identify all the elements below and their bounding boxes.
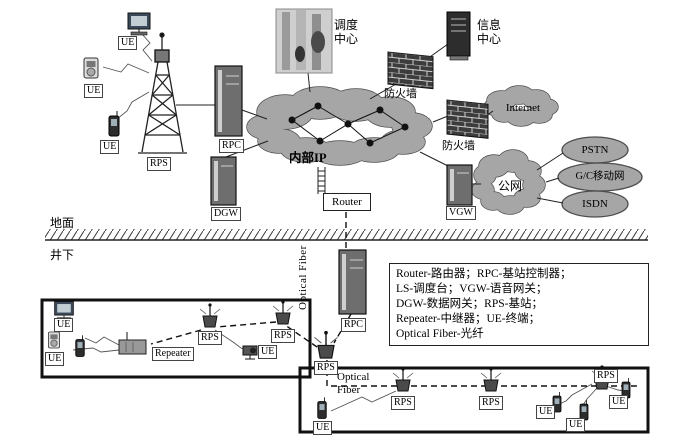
ground-label: 地面 xyxy=(50,216,75,230)
rpc-cabinet-surface xyxy=(214,65,243,137)
legend-box: Router-路由器；RPC-基站控制器； LS-调度台；VGW-语音网关； D… xyxy=(389,263,649,346)
rps-tower xyxy=(138,32,187,154)
underground-label: 井下 xyxy=(50,248,75,262)
rps-station-right-1 xyxy=(392,366,414,392)
gc-mobile-label: G/C移动网 xyxy=(575,171,625,182)
ue-tag-1: UE xyxy=(118,36,138,50)
ue-tag-left-2: UE xyxy=(45,352,65,366)
dispatch-center-image xyxy=(275,8,333,74)
internal-ip-label: 内部IP xyxy=(289,151,327,165)
ue-phone-icon xyxy=(108,110,120,137)
ue-tag-2: UE xyxy=(84,84,104,98)
ue-camera-icon xyxy=(242,345,258,360)
ue-tag-miner: UE xyxy=(313,421,333,435)
rps-station-left-2 xyxy=(272,299,294,325)
ue-phone-underground-icon xyxy=(75,334,85,357)
ue-tag-left-1: UE xyxy=(54,318,74,332)
dgw-cabinet xyxy=(210,156,237,206)
info-line-2: 中心 xyxy=(477,32,502,46)
fiber-word: Fiber xyxy=(337,384,361,396)
dispatch-line-2: 中心 xyxy=(334,32,359,46)
pstn-label: PSTN xyxy=(581,144,609,156)
rpc-tag-underground: RPC xyxy=(341,318,366,332)
legend-line-4: Repeater-中继器；UE-终端； xyxy=(396,313,541,325)
rps-tag-junction: RPS xyxy=(314,361,338,375)
dgw-tag: DGW xyxy=(211,207,241,221)
isdn-ellipse xyxy=(561,190,629,218)
optical-fiber-label-right: Optical Fiber xyxy=(337,371,369,397)
rps-station-right-2 xyxy=(480,366,502,392)
ue-tag-right-1: UE xyxy=(536,405,556,419)
ue-monitor-icon xyxy=(127,12,151,36)
ue-player-icon xyxy=(83,57,99,79)
firewall-right xyxy=(446,99,489,139)
rps-tag-right-2: RPS xyxy=(479,396,503,410)
repeater-device xyxy=(118,332,147,355)
isdn-label: ISDN xyxy=(582,198,608,210)
legend-line-1: Router-路由器；RPC-基站控制器； xyxy=(396,268,572,280)
rps-station-junction xyxy=(313,330,339,359)
dispatch-line-1: 调度 xyxy=(334,18,359,32)
cloud-mesh xyxy=(291,105,406,144)
fiber-cable-segment xyxy=(317,167,326,194)
info-center-label: 信息 中心 xyxy=(477,18,501,46)
firewall-top xyxy=(387,51,434,90)
rps-station-left-1 xyxy=(199,302,221,328)
firewall-label-right: 防火墙 xyxy=(442,140,475,152)
rpc-tag-surface: RPC xyxy=(219,139,244,153)
rps-tag-left-1: RPS xyxy=(198,331,222,345)
internet-label: Internet xyxy=(505,102,541,114)
rpc-cabinet-underground xyxy=(338,249,367,315)
public-network-label: 公网 xyxy=(497,179,522,193)
rps-tag-left-2: RPS xyxy=(271,329,295,343)
internal-ip-cloud xyxy=(246,86,433,166)
rps-tag-right-1: RPS xyxy=(391,396,415,410)
legend-line-3: DGW-数据网关；RPS-基站； xyxy=(396,298,543,310)
legend-line-5: Optical Fiber-光纤 xyxy=(396,328,484,340)
ue-tag-right-3: UE xyxy=(609,395,629,409)
legend-line-2: LS-调度台；VGW-语音网关； xyxy=(396,283,548,295)
vgw-cabinet xyxy=(446,164,473,206)
repeater-tag: Repeater xyxy=(152,347,194,361)
vgw-tag: VGW xyxy=(446,206,476,220)
rps-tag-surface: RPS xyxy=(147,157,171,171)
ue-player-underground-icon xyxy=(48,331,60,349)
dispatch-center-label: 调度 中心 xyxy=(334,18,358,46)
ue-tag-3: UE xyxy=(100,140,120,154)
ue-tag-right-2: UE xyxy=(566,418,586,432)
firewall-label-top: 防火墙 xyxy=(384,88,417,100)
external-network-ellipses xyxy=(557,136,643,218)
rps-tag-right-3: RPS xyxy=(594,369,618,383)
ue-tag-camera: UE xyxy=(258,345,278,359)
optical-word: Optical xyxy=(337,371,370,383)
info-line-1: 信息 xyxy=(477,18,502,32)
router-node: Router xyxy=(323,193,371,211)
info-center-server xyxy=(446,11,471,61)
cloud-mesh-nodes xyxy=(288,102,409,147)
optical-fiber-vertical-label: Optical Fiber xyxy=(297,245,309,310)
ue-miner-icon xyxy=(317,396,327,419)
tunnel-outlines xyxy=(40,298,650,434)
